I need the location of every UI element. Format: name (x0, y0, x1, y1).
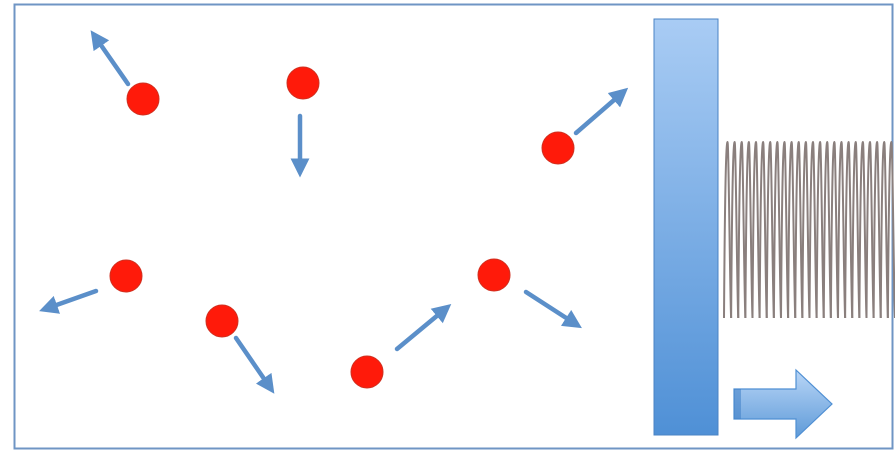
spring-coil (744, 140, 754, 319)
piston-wall-icon (653, 18, 719, 436)
spring-coil (865, 140, 875, 319)
spring-coil (822, 140, 832, 319)
spring-coil (844, 140, 854, 319)
spring-coil (794, 140, 804, 319)
particle-dot (477, 258, 511, 292)
spring-coil (801, 140, 811, 319)
particle-2 (286, 66, 320, 178)
particle-dot (109, 259, 143, 293)
spring-coil (837, 140, 847, 319)
particle-5 (205, 304, 275, 394)
particle-dot (350, 355, 384, 389)
velocity-arrow-up-left-icon (90, 30, 131, 87)
spring-coil (730, 140, 740, 319)
particle-4 (39, 259, 143, 314)
velocity-arrow-up-right-icon (394, 303, 452, 352)
spring-coil (815, 140, 825, 319)
push-right-arrow-icon (733, 368, 833, 440)
spring-coil (787, 140, 797, 319)
particle-6 (350, 303, 452, 389)
spring-coil (879, 140, 889, 319)
velocity-arrow-up-right-icon (573, 87, 629, 136)
particle-dot (541, 131, 575, 165)
spring-coil (858, 140, 868, 319)
coil-spring-icon (723, 140, 895, 319)
particle-dot (126, 82, 160, 116)
spring-coil (851, 140, 861, 319)
gas-particles (39, 30, 629, 394)
particle-3 (541, 87, 629, 165)
spring-coil (765, 140, 775, 319)
spring-coil (758, 140, 768, 319)
velocity-arrow-down-right-icon (233, 335, 275, 394)
spring-coil (780, 140, 790, 319)
spring-coil (829, 140, 839, 319)
particle-dot (205, 304, 239, 338)
velocity-arrow-left-icon (39, 288, 99, 314)
spring-coil (886, 140, 895, 319)
particle-1 (90, 30, 160, 116)
spring-coil (723, 140, 733, 319)
spring-coil (872, 140, 882, 319)
velocity-arrow-down-right-icon (523, 289, 582, 329)
spring-coil (772, 140, 782, 319)
spring-coil (737, 140, 747, 319)
particle-7 (477, 258, 582, 329)
spring-coil (808, 140, 818, 319)
particle-dot (286, 66, 320, 100)
spring-coil (751, 140, 761, 319)
